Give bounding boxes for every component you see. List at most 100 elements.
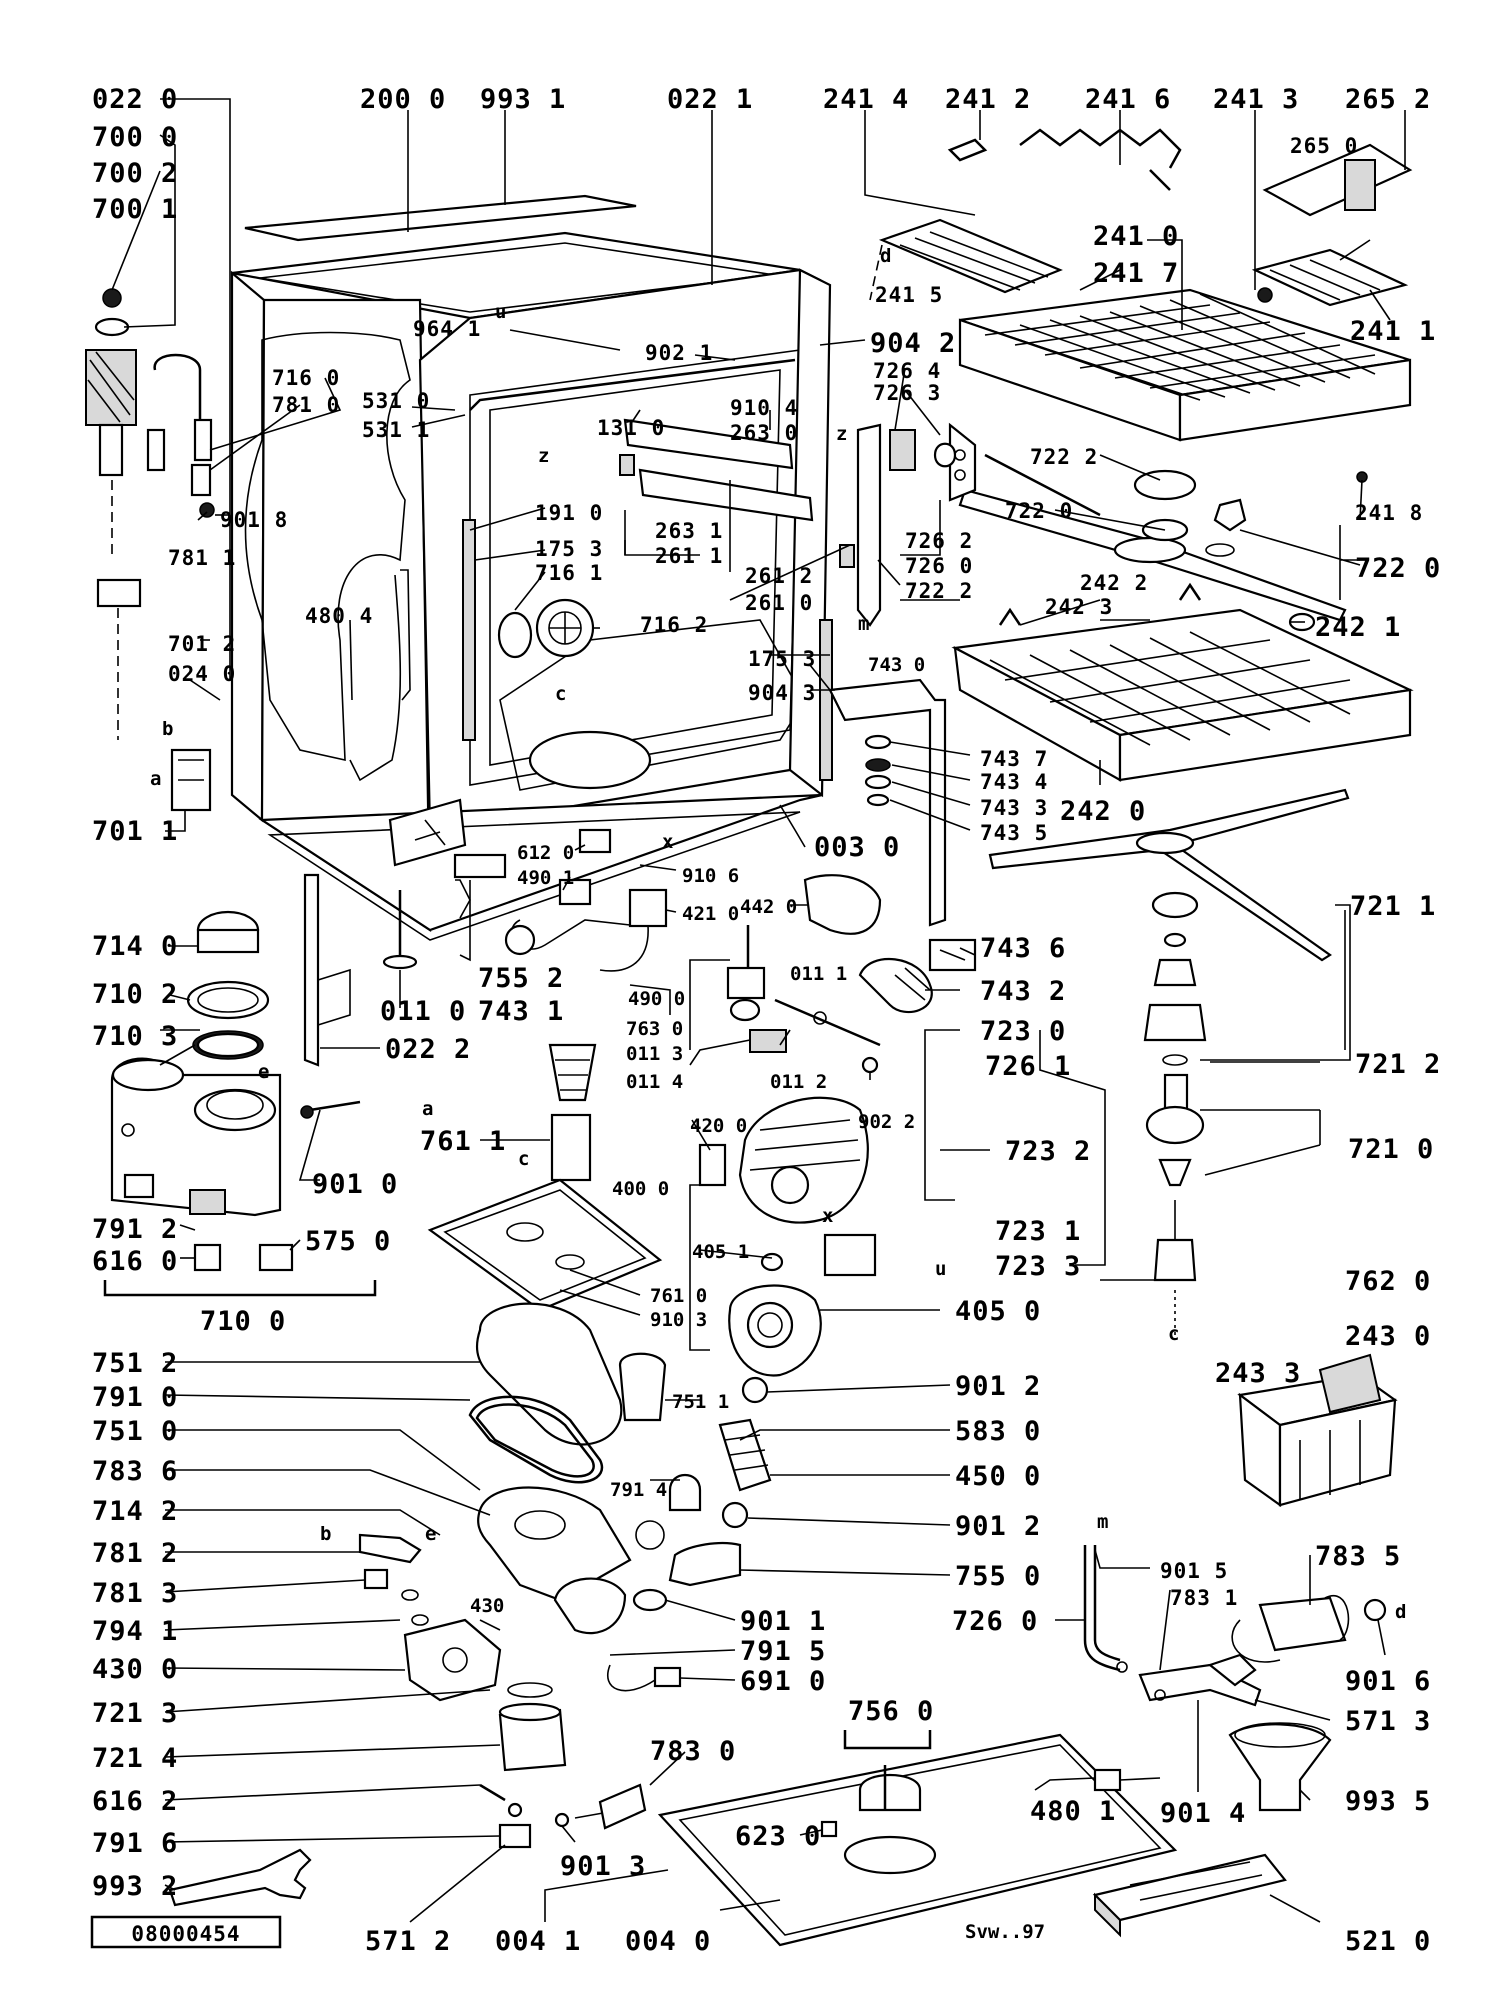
callout-726-0: 726 0 xyxy=(905,554,973,578)
callout-521-0: 521 0 xyxy=(1345,1926,1431,1957)
callout-783-0: 783 0 xyxy=(650,1736,736,1767)
callout-700-2: 700 2 xyxy=(92,158,178,189)
sump-bracket xyxy=(388,798,467,867)
marker-m: m xyxy=(1097,1511,1108,1533)
callout-623-0: 623 0 xyxy=(735,1821,821,1852)
callout-743-1: 743 1 xyxy=(478,996,564,1027)
pin-011-1 xyxy=(774,998,881,1047)
callout-726-2: 726 2 xyxy=(905,529,973,553)
callout-781-3: 781 3 xyxy=(92,1578,178,1609)
spray-assembly-column xyxy=(1143,891,1207,1335)
circulation-motor xyxy=(738,1096,869,1224)
bracket-710-0 xyxy=(103,1280,377,1297)
rail-261-lower xyxy=(638,468,814,522)
bottom-right-parts xyxy=(657,1545,1387,1947)
tub-sump-opening xyxy=(528,730,652,790)
callout-011-2: 011 2 xyxy=(770,1071,827,1093)
callout-726-1: 726 1 xyxy=(985,1051,1071,1082)
wrench-993-2 xyxy=(168,1848,312,1907)
callout-904-3: 904 3 xyxy=(748,681,816,705)
nut-722-0 xyxy=(1213,498,1247,532)
callout-781-1: 781 1 xyxy=(168,546,236,570)
callout-751-2: 751 2 xyxy=(92,1348,178,1379)
callout-901-6: 901 6 xyxy=(1345,1666,1431,1697)
callout-722-2: 722 2 xyxy=(905,579,973,603)
strip-022-2 xyxy=(303,873,320,1067)
filter-plate-761-0 xyxy=(427,1178,663,1312)
spring-781-0-b xyxy=(193,418,213,462)
callout-labels: 022 0 200 0 993 1 022 1 241 4 241 2 241 … xyxy=(92,84,1441,1957)
rail-stop-263-1 xyxy=(619,454,635,476)
tube-721-0 xyxy=(1163,1073,1189,1112)
callout-726-0: 726 0 xyxy=(952,1606,1038,1637)
callout-616-2: 616 2 xyxy=(92,1786,178,1817)
callout-420-0: 420 0 xyxy=(690,1115,747,1137)
callout-242-1: 242 1 xyxy=(1315,612,1401,643)
callout-901-2: 901 2 xyxy=(955,1371,1041,1402)
marker-d: d xyxy=(880,245,891,267)
callout-241-8: 241 8 xyxy=(1355,501,1423,525)
plug-490-1 xyxy=(558,878,592,906)
callout-901-1: 901 1 xyxy=(740,1606,826,1637)
callout-781-0: 781 0 xyxy=(272,393,340,417)
sensor-616-0 xyxy=(193,1243,222,1272)
callout-011-4: 011 4 xyxy=(626,1071,683,1093)
callout-726-3: 726 3 xyxy=(873,381,941,405)
callout-783-6: 783 6 xyxy=(92,1456,178,1487)
callout-993-1: 993 1 xyxy=(480,84,566,115)
callout-723-0: 723 0 xyxy=(980,1016,1066,1047)
part-791-4 xyxy=(668,1474,702,1512)
callout-242-0: 242 0 xyxy=(1060,796,1146,827)
callout-261-0: 261 0 xyxy=(745,591,813,615)
callout-964-1: 964 1 xyxy=(413,317,481,341)
callout-571-3: 571 3 xyxy=(1345,1706,1431,1737)
seal-strip-175-3 xyxy=(819,619,833,781)
lower-spray-arm xyxy=(988,788,1350,962)
valve-421-0 xyxy=(628,888,668,928)
left-side-panel xyxy=(230,270,266,823)
callout-575-0: 575 0 xyxy=(305,1226,391,1257)
callout-421-0: 421 0 xyxy=(682,903,739,925)
cutlery-basket-side xyxy=(1278,1398,1397,1507)
callout-450-0: 450 0 xyxy=(955,1461,1041,1492)
callout-004-0: 004 0 xyxy=(625,1926,711,1957)
callout-902-1: 902 1 xyxy=(645,341,713,365)
signature: Svw..97 xyxy=(965,1921,1045,1943)
callout-743-5: 743 5 xyxy=(980,821,1048,845)
marker-z: z xyxy=(538,445,549,467)
callout-022-0: 022 0 xyxy=(92,84,178,115)
callout-700-1: 700 1 xyxy=(92,194,178,225)
marker-m: m xyxy=(858,613,869,635)
callout-241-7: 241 7 xyxy=(1093,258,1179,289)
callout-024-0: 024 0 xyxy=(168,662,236,686)
callout-743-4: 743 4 xyxy=(980,770,1048,794)
cabinet-frame xyxy=(230,194,855,941)
callout-490-1: 490 1 xyxy=(517,867,574,889)
bracket-x xyxy=(823,1233,877,1277)
callout-571-2: 571 2 xyxy=(365,1926,451,1957)
marker-b: b xyxy=(320,1523,331,1545)
callout-751-0: 751 0 xyxy=(92,1416,178,1447)
ring-726-3 xyxy=(933,442,957,468)
clip-901-2a xyxy=(741,1376,769,1404)
nut-700-1 xyxy=(102,288,122,308)
clip-781-1 xyxy=(190,463,212,497)
callout-716-1: 716 1 xyxy=(535,561,603,585)
capacitor-420-0 xyxy=(698,1143,727,1187)
upper-basket-side xyxy=(1178,358,1412,442)
callout-011-1: 011 1 xyxy=(790,963,847,985)
callout-243-0: 243 0 xyxy=(1345,1321,1431,1352)
gasket-791-0 xyxy=(468,1395,604,1484)
inlet-hose-783-5 xyxy=(1258,1596,1347,1652)
callout-722-0: 722 0 xyxy=(1355,553,1441,584)
callout-901-0: 901 0 xyxy=(312,1169,398,1200)
callout-200-0: 200 0 xyxy=(360,84,446,115)
gasket-751-2 xyxy=(475,1302,623,1446)
micro-filter xyxy=(548,1043,597,1102)
nut-011-3 xyxy=(729,998,761,1022)
callout-241-6: 241 6 xyxy=(1085,84,1171,115)
callout-743-2: 743 2 xyxy=(980,976,1066,1007)
callout-910-3: 910 3 xyxy=(650,1309,707,1331)
tube-722-2 xyxy=(984,453,1101,517)
marker-b: b xyxy=(162,718,173,740)
